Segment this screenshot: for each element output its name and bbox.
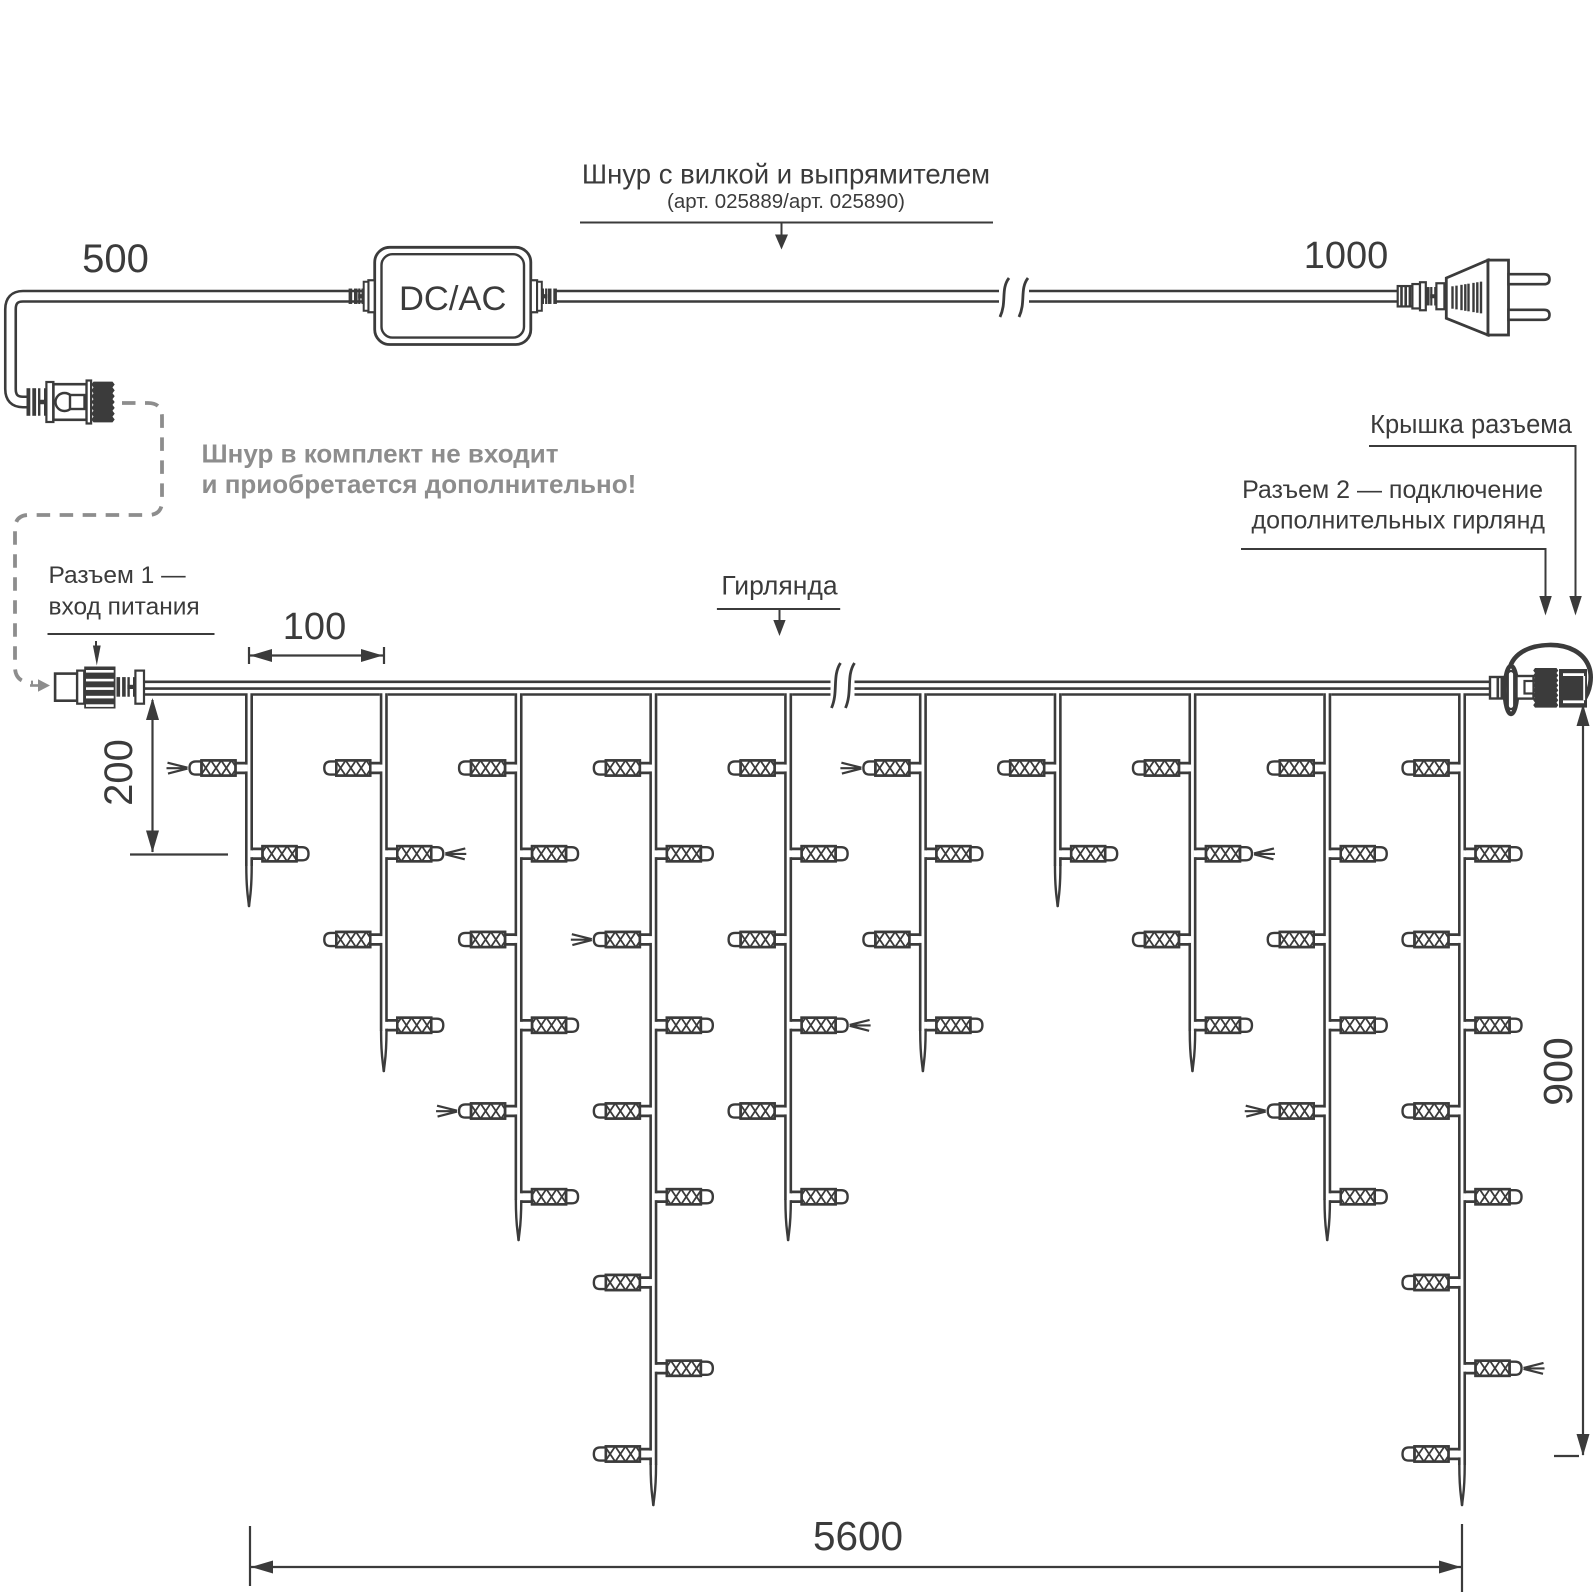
svg-text:и приобретается дополнительно!: и приобретается дополнительно! [202,469,637,499]
svg-text:DC/AC: DC/AC [399,280,506,318]
svg-text:900: 900 [1535,1037,1581,1105]
svg-text:Шнур с вилкой и выпрямителем: Шнур с вилкой и выпрямителем [582,159,990,190]
svg-text:1000: 1000 [1304,235,1389,277]
svg-text:(арт. 025889/арт. 025890): (арт. 025889/арт. 025890) [667,190,905,213]
svg-text:дополнительных гирлянд: дополнительных гирлянд [1252,507,1546,535]
svg-text:Шнур в комплект не входит: Шнур в комплект не входит [202,439,559,469]
svg-text:Разъем 2 — подключение: Разъем 2 — подключение [1242,476,1543,504]
svg-text:5600: 5600 [813,1513,903,1559]
svg-text:вход питания: вход питания [49,594,200,621]
svg-text:Разъем 1 —: Разъем 1 — [49,562,187,589]
svg-text:Гирлянда: Гирлянда [721,571,837,601]
svg-text:Крышка разъема: Крышка разъема [1370,411,1573,439]
svg-text:200: 200 [97,739,141,806]
svg-text:100: 100 [283,606,346,648]
svg-text:500: 500 [82,237,149,281]
